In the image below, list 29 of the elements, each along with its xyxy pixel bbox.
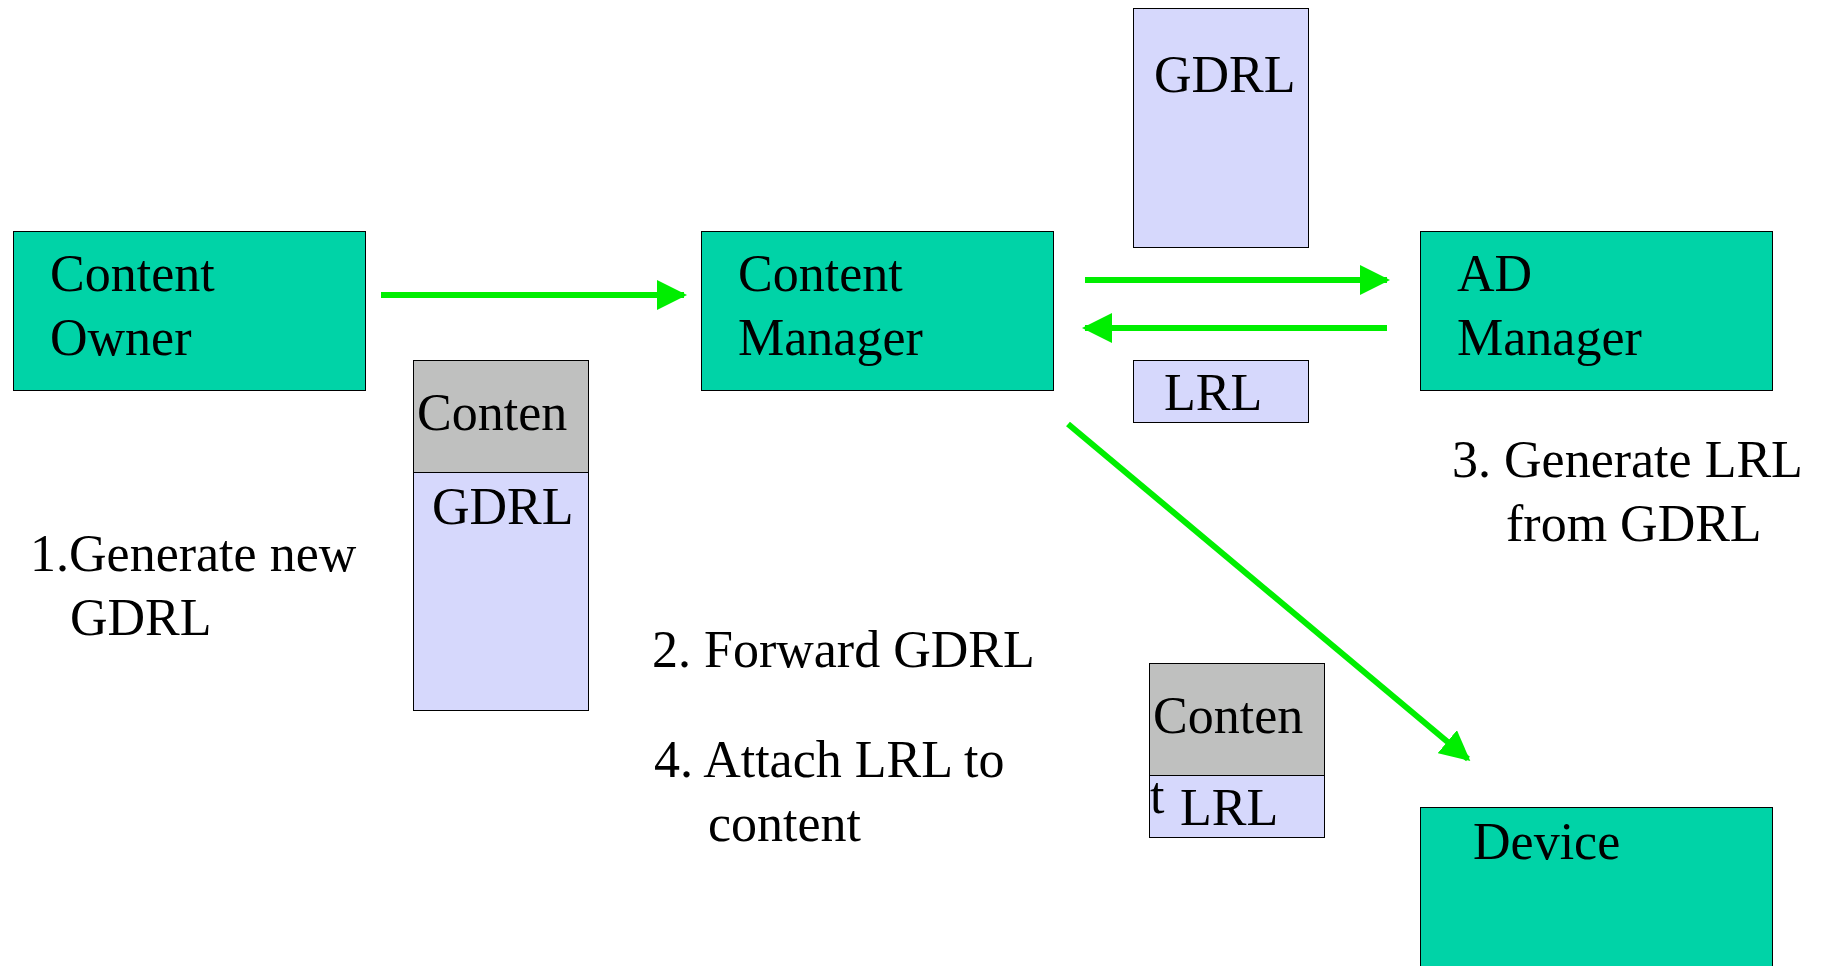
step-note: 1.Generate new GDRL	[30, 524, 358, 648]
document-box	[413, 472, 589, 711]
node-label: GDRL	[1154, 45, 1297, 105]
arrow	[1066, 421, 1471, 762]
document-box	[1133, 8, 1309, 248]
node-label: Conten	[1153, 686, 1305, 746]
node-label: Device	[1473, 812, 1622, 872]
process-box	[1420, 807, 1773, 966]
node-label: Conten	[417, 383, 569, 443]
node-label: Content Manager	[738, 244, 924, 368]
node-label: GDRL	[432, 477, 575, 537]
node-label: LRL	[1180, 778, 1280, 837]
step-note: 3. Generate LRL from GDRL	[1452, 430, 1802, 554]
node-label: LRL	[1164, 363, 1264, 422]
node-label: AD Manager	[1457, 244, 1643, 368]
arrow	[1082, 313, 1387, 343]
step-note: 2. Forward GDRL	[652, 620, 1036, 680]
arrow	[381, 280, 687, 310]
document-box	[1133, 360, 1309, 423]
process-box	[701, 231, 1054, 391]
text-fragment: t	[1150, 766, 1166, 826]
node-label: Content Owner	[50, 244, 216, 368]
process-box	[1420, 231, 1773, 391]
document-box	[1149, 775, 1325, 838]
document-header	[1149, 663, 1325, 776]
process-box	[13, 231, 366, 391]
arrow	[1085, 265, 1390, 295]
document-header	[413, 360, 589, 473]
step-note: 4. Attach LRL to content	[654, 730, 1006, 854]
